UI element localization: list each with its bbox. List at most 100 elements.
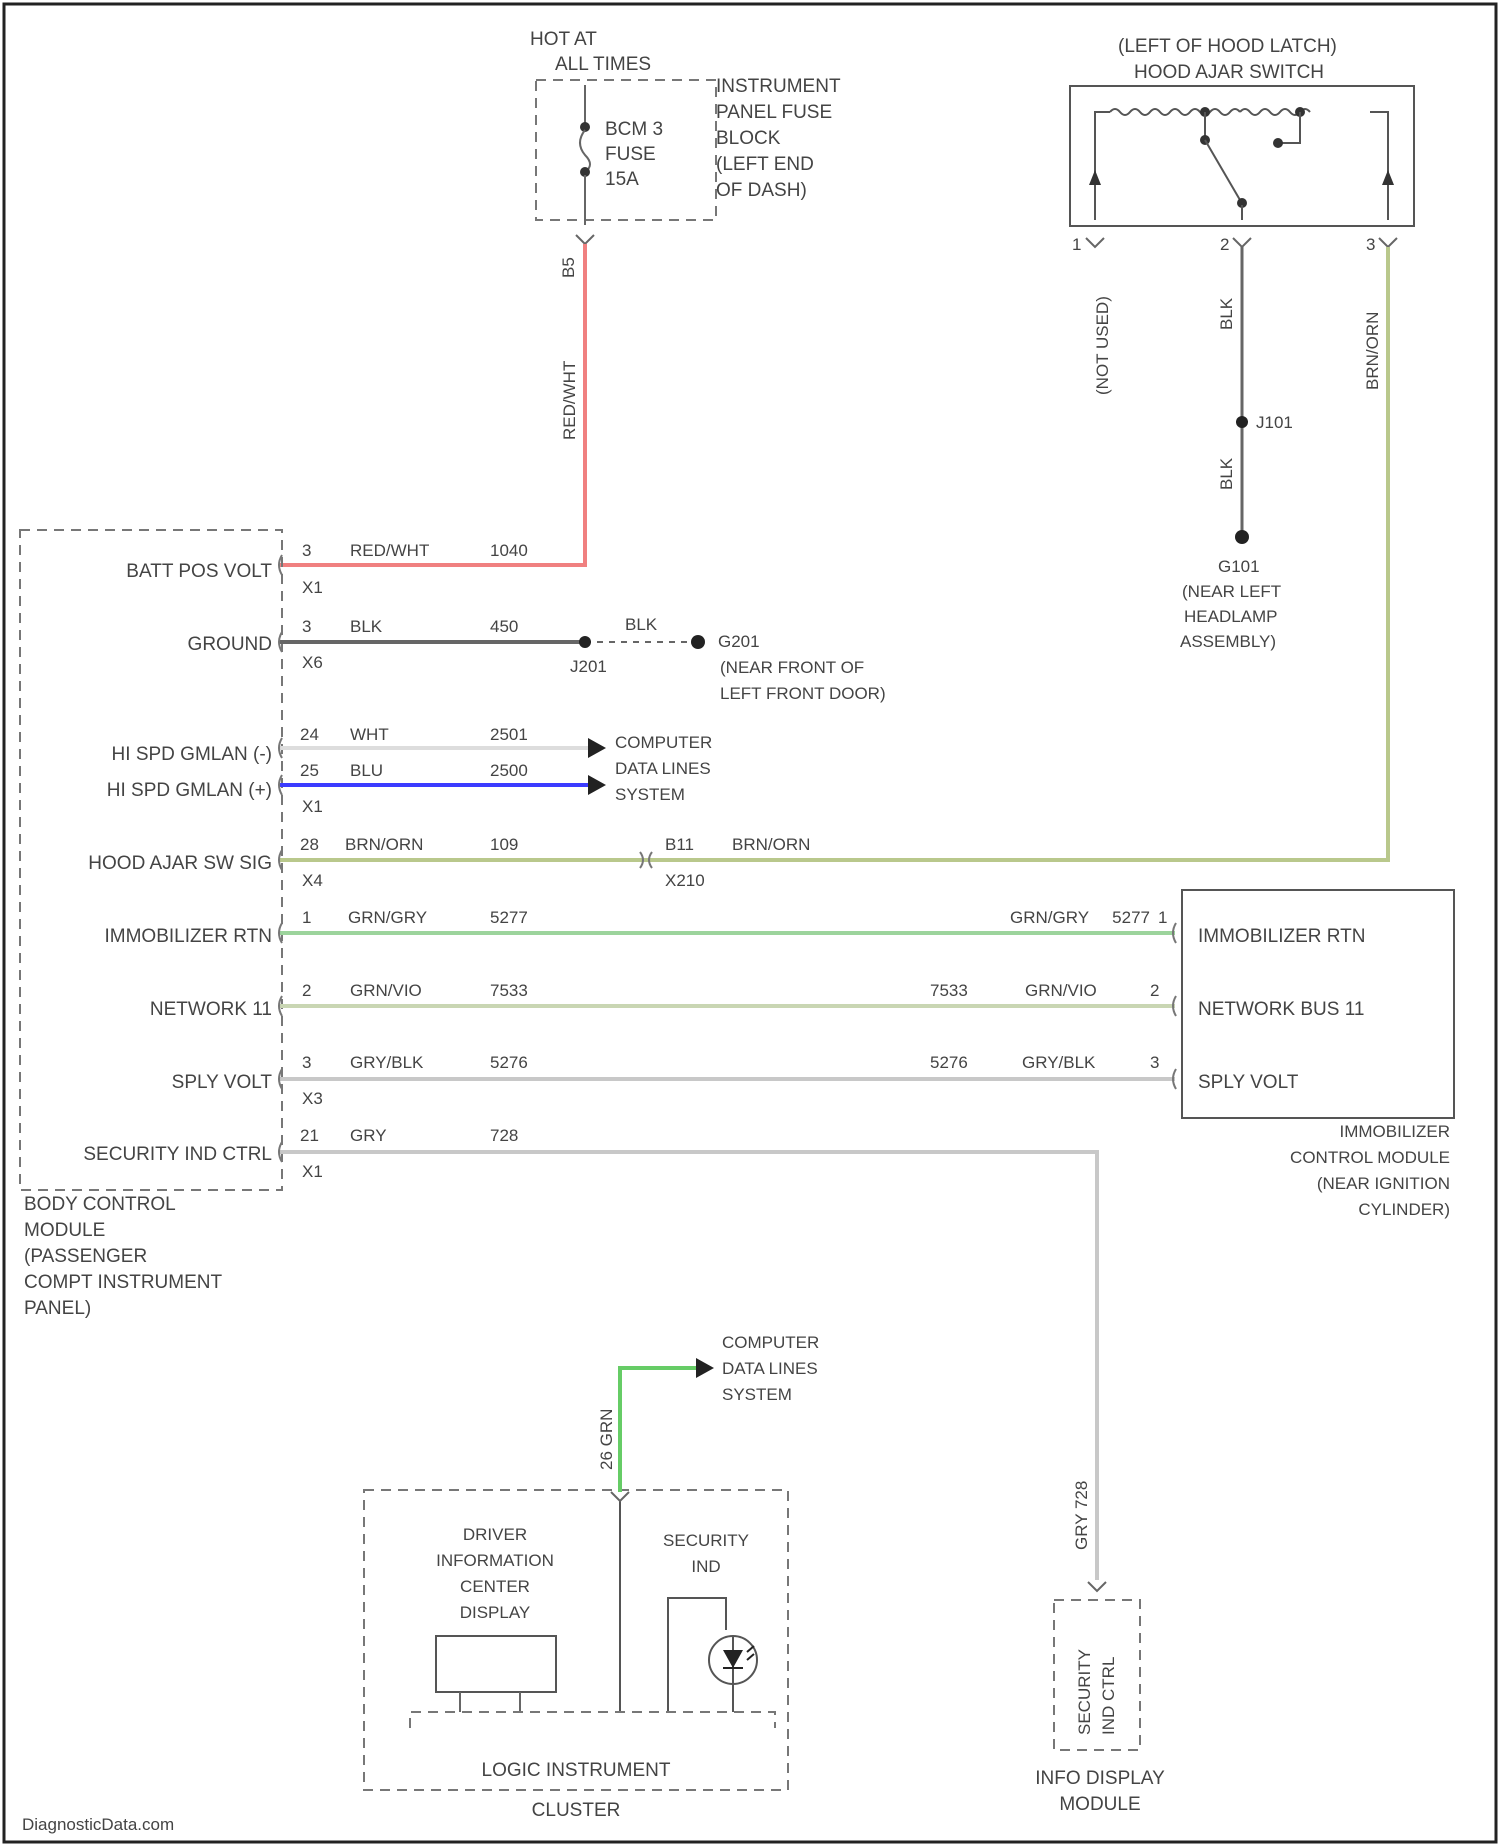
info-display-module: GRY 728 SECURITY IND CTRL INFO DISPLAY M…: [1035, 1481, 1165, 1815]
hood-pin-2: 2: [1220, 235, 1229, 254]
ground-g101-1: G101: [1218, 557, 1260, 576]
imm-label-4: CYLINDER): [1358, 1200, 1450, 1219]
bcm-label-3: (PASSENGER: [24, 1246, 147, 1267]
splice-j201-wire: BLK: [625, 615, 658, 634]
wire-grn: [620, 1368, 700, 1492]
data-lines-2-b: DATA LINES: [722, 1359, 818, 1378]
logic-bus: [410, 1712, 775, 1728]
hood-pin-3: 3: [1366, 235, 1375, 254]
color: GRN/GRY: [348, 908, 427, 927]
data-lines-1: COMPUTER DATA LINES SYSTEM: [588, 733, 712, 804]
imm-color: GRY/BLK: [1022, 1053, 1096, 1072]
circuit: 2500: [490, 761, 528, 780]
hot-label-1: HOT AT: [530, 29, 597, 50]
bcm-row-name: HI SPD GMLAN (+): [107, 780, 272, 801]
dic-label-1: DRIVER: [463, 1525, 527, 1544]
circuit: 5277: [490, 908, 528, 927]
ground-g101-2: (NEAR LEFT: [1182, 582, 1281, 601]
ground-g201-1: G201: [718, 632, 760, 651]
bcm-label-2: MODULE: [24, 1220, 105, 1241]
color: BLK: [350, 617, 383, 636]
bcm-label-1: BODY CONTROL: [24, 1194, 176, 1215]
dic-display-box: [436, 1636, 556, 1692]
pin: 2: [302, 981, 311, 1000]
bcm-row-name: BATT POS VOLT: [126, 561, 272, 582]
wire-red-white-label: RED/WHT: [560, 361, 579, 440]
ground-g201-2: (NEAR FRONT OF: [720, 658, 864, 677]
inline-pin: B11: [665, 835, 694, 854]
imm-name: IMMOBILIZER RTN: [1198, 926, 1366, 947]
data-lines-2-a: COMPUTER: [722, 1333, 819, 1352]
color: BLU: [350, 761, 383, 780]
bcm-row-name: NETWORK 11: [150, 999, 272, 1020]
fuse-block: HOT AT ALL TIMES BCM 3 FUSE 15A INSTRUME…: [530, 29, 841, 278]
dic-label-4: DISPLAY: [460, 1603, 531, 1622]
data-lines-1-b: DATA LINES: [615, 759, 711, 778]
imm-name: NETWORK BUS 11: [1198, 999, 1364, 1020]
splice-j201-dot: [579, 636, 591, 648]
conn: X1: [302, 797, 323, 816]
pin: 21: [300, 1126, 319, 1145]
inline-connector-x210: B11 X210 BRN/ORN: [640, 835, 810, 890]
splice-j101: [1236, 416, 1248, 428]
bcm-row-name: HOOD AJAR SW SIG: [88, 853, 272, 874]
imm-circuit: 7533: [930, 981, 968, 1000]
info-inner-1: SECURITY: [1075, 1649, 1094, 1735]
pin: 28: [300, 835, 319, 854]
fuse-label-1: BCM 3: [605, 119, 663, 140]
imm-color: GRN/GRY: [1010, 908, 1089, 927]
panel-label-2: PANEL FUSE: [716, 102, 832, 123]
data-lines-1-a: COMPUTER: [615, 733, 712, 752]
splice-j101-label: J101: [1256, 413, 1293, 432]
fuse-label-3: 15A: [605, 169, 639, 190]
logic-label: LOGIC INSTRUMENT: [482, 1760, 671, 1781]
pin: 25: [300, 761, 319, 780]
ground-g101-3: HEADLAMP: [1184, 607, 1278, 626]
info-inner-2: IND CTRL: [1099, 1657, 1118, 1735]
circuit: 450: [490, 617, 518, 636]
inline-conn: X210: [665, 871, 705, 890]
imm-label-1: IMMOBILIZER: [1339, 1122, 1450, 1141]
info-wire-label: GRY 728: [1072, 1481, 1091, 1550]
imm-name: SPLY VOLT: [1198, 1072, 1299, 1093]
conn: X6: [302, 653, 323, 672]
arrow-icon: [588, 775, 606, 795]
conn: X1: [302, 578, 323, 597]
dic-label-2: INFORMATION: [436, 1551, 554, 1570]
cluster-name: CLUSTER: [532, 1800, 621, 1821]
bcm-label-4: COMPT INSTRUMENT: [24, 1272, 222, 1293]
circuit: 728: [490, 1126, 518, 1145]
color: GRY/BLK: [350, 1053, 424, 1072]
fuse-pin: B5: [559, 257, 578, 278]
hood-pin-1: 1: [1072, 235, 1081, 254]
imm-circuit: 5277: [1112, 908, 1150, 927]
splice-j201-label: J201: [570, 657, 607, 676]
info-label-1: INFO DISPLAY: [1035, 1768, 1165, 1789]
pin: 1: [302, 908, 311, 927]
pin: 3: [302, 541, 311, 560]
color: GRY: [350, 1126, 387, 1145]
bcm-row-name: GROUND: [188, 634, 272, 655]
circuit: 7533: [490, 981, 528, 1000]
wire-brn-orn: [280, 247, 1388, 860]
fuse-label-2: FUSE: [605, 144, 656, 165]
info-label-2: MODULE: [1059, 1794, 1140, 1815]
inline-color: BRN/ORN: [732, 835, 810, 854]
dic-label-3: CENTER: [460, 1577, 530, 1596]
bcm-row-name: SECURITY IND CTRL: [83, 1144, 272, 1165]
pin: 3: [302, 617, 311, 636]
ground-g201-3: LEFT FRONT DOOR): [720, 684, 886, 703]
info-display-outline: [1054, 1600, 1140, 1750]
instrument-cluster: DRIVER INFORMATION CENTER DISPLAY SECURI…: [410, 1500, 775, 1821]
sec-ind-label-2: IND: [691, 1557, 720, 1576]
imm-label-3: (NEAR IGNITION: [1317, 1174, 1450, 1193]
hot-label-2: ALL TIMES: [555, 54, 651, 75]
watermark: DiagnosticData.com: [22, 1815, 174, 1834]
ground-g201-icon: [691, 635, 705, 649]
data-lines-2-c: SYSTEM: [722, 1385, 792, 1404]
pin: 24: [300, 725, 319, 744]
bcm-row-name: SPLY VOLT: [172, 1072, 273, 1093]
diagram-border: [4, 4, 1496, 1842]
ground-g101-4: ASSEMBLY): [1180, 632, 1276, 651]
fuse-connector: [576, 235, 594, 244]
